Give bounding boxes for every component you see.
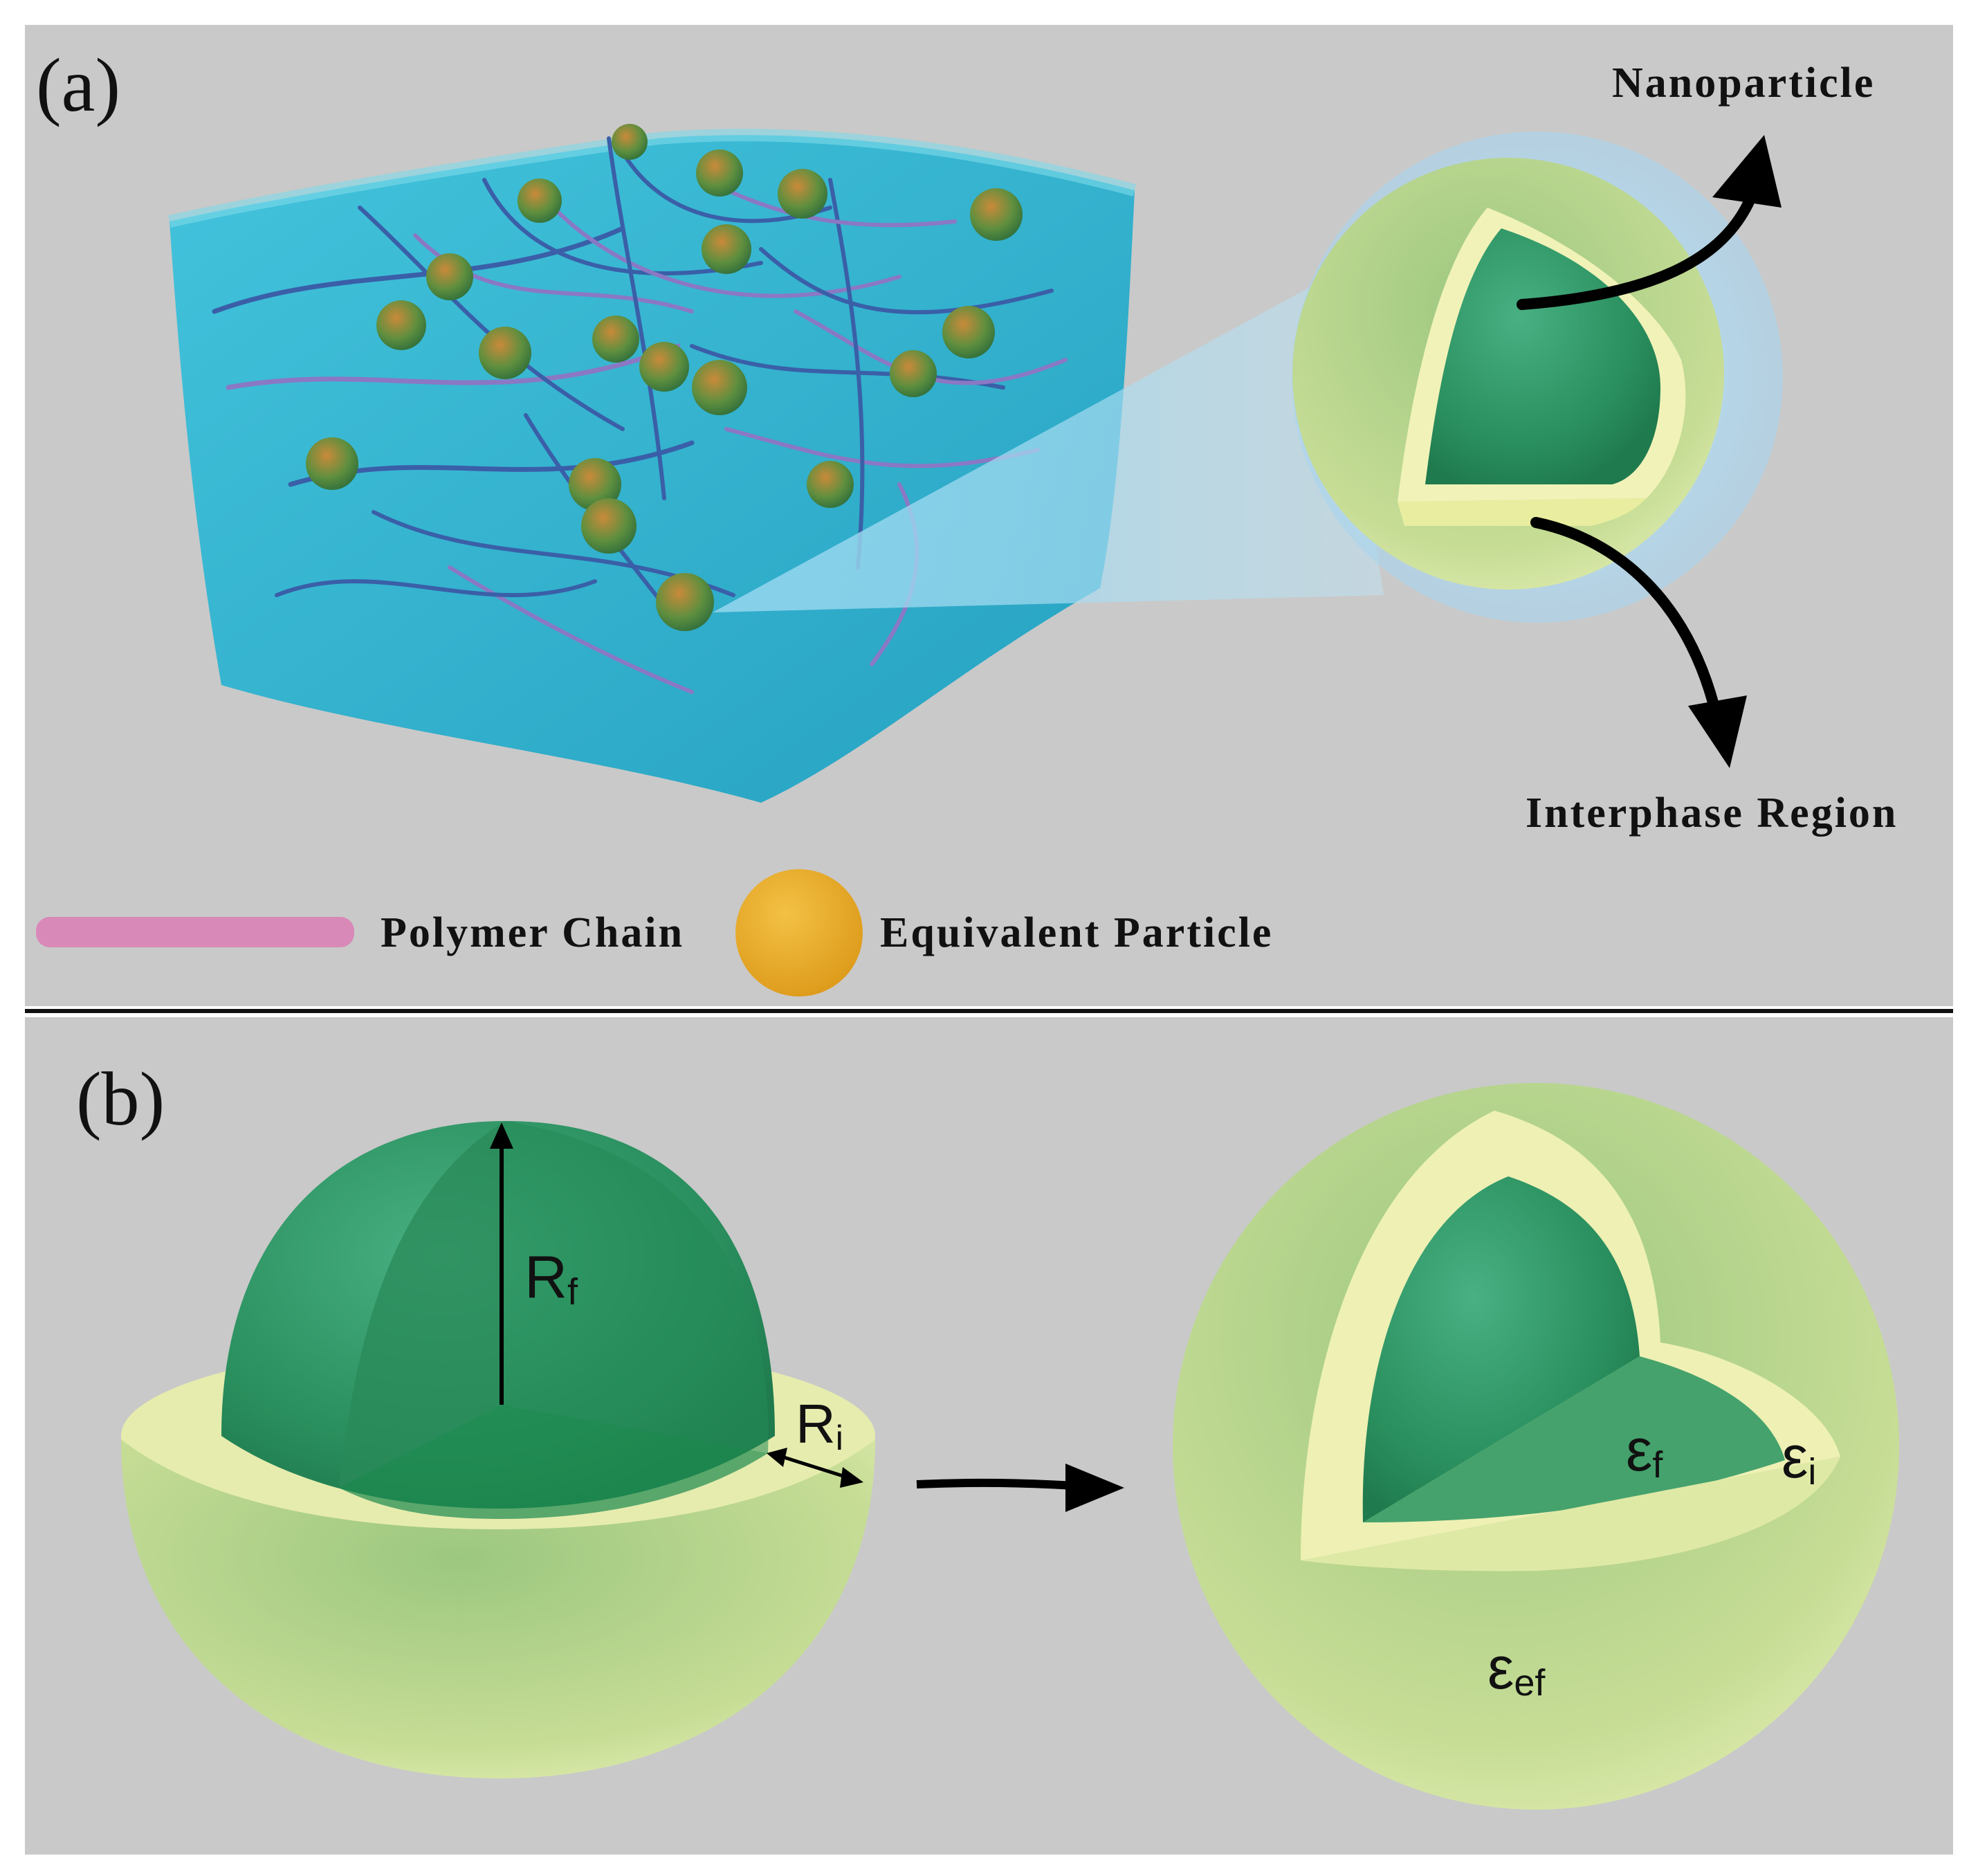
legend-polymer-chain-swatch xyxy=(36,917,354,947)
right-effective-sphere xyxy=(1173,1083,1899,1810)
nanoparticle-arrow xyxy=(1517,135,1782,310)
transition-arrow xyxy=(916,1464,1124,1512)
zoomed-nanoparticle-sphere xyxy=(1292,158,1724,590)
interphase-arrow xyxy=(1530,517,1747,768)
legend-polymer-chain-label: Polymer Chain xyxy=(381,909,684,956)
radius-i-arrow xyxy=(767,1448,863,1488)
eps-f-label: εf xyxy=(1626,1417,1663,1486)
radius-f-label: Rf xyxy=(524,1244,578,1313)
legend-equivalent-particle-swatch xyxy=(735,869,863,996)
embedded-particles xyxy=(306,124,1023,631)
eps-ef-label: εef xyxy=(1487,1635,1546,1704)
eps-i-label: εi xyxy=(1782,1424,1816,1493)
panel-b-label: (b) xyxy=(76,1057,165,1141)
legend: Polymer Chain Equivalent Particle xyxy=(36,869,1273,996)
panel-a-label: (a) xyxy=(36,43,120,127)
polymer-chains xyxy=(212,136,1068,694)
legend-equivalent-particle-label: Equivalent Particle xyxy=(880,909,1273,956)
zoom-beam xyxy=(713,273,1384,612)
panel-divider xyxy=(25,1009,1953,1013)
interphase-region-label: Interphase Region xyxy=(1526,790,1898,837)
radius-i-label: Ri xyxy=(796,1393,843,1457)
radius-f-arrow xyxy=(490,1122,513,1405)
nanoparticle-label: Nanoparticle xyxy=(1612,60,1875,107)
left-core-shell-sphere xyxy=(121,1121,875,1778)
